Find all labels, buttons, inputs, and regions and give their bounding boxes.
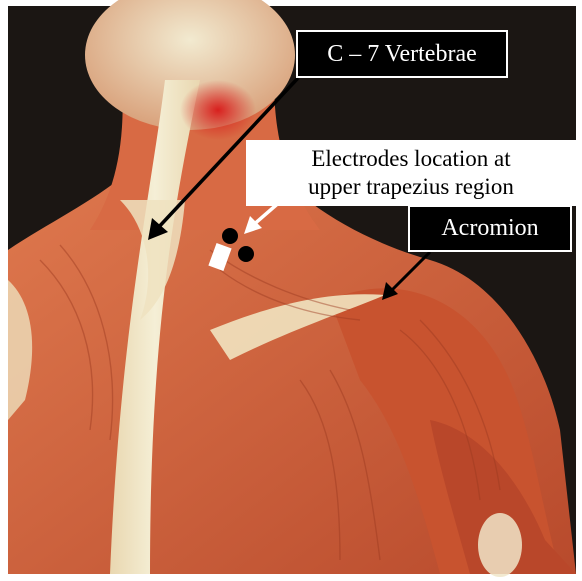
label-electrodes-location: Electrodes location at upper trapezius r… — [246, 140, 576, 206]
electrode-2 — [238, 246, 254, 262]
electrode-1 — [222, 228, 238, 244]
label-electrodes-line2: upper trapezius region — [308, 173, 514, 201]
label-c7-vertebrae: C – 7 Vertebrae — [296, 30, 508, 78]
label-acromion: Acromion — [408, 205, 572, 252]
label-acromion-text: Acromion — [441, 214, 538, 243]
label-electrodes-line1: Electrodes location at — [311, 145, 510, 173]
highlight-spot — [180, 80, 256, 140]
label-c7-text: C – 7 Vertebrae — [327, 40, 477, 69]
elbow-tendon — [478, 513, 522, 577]
